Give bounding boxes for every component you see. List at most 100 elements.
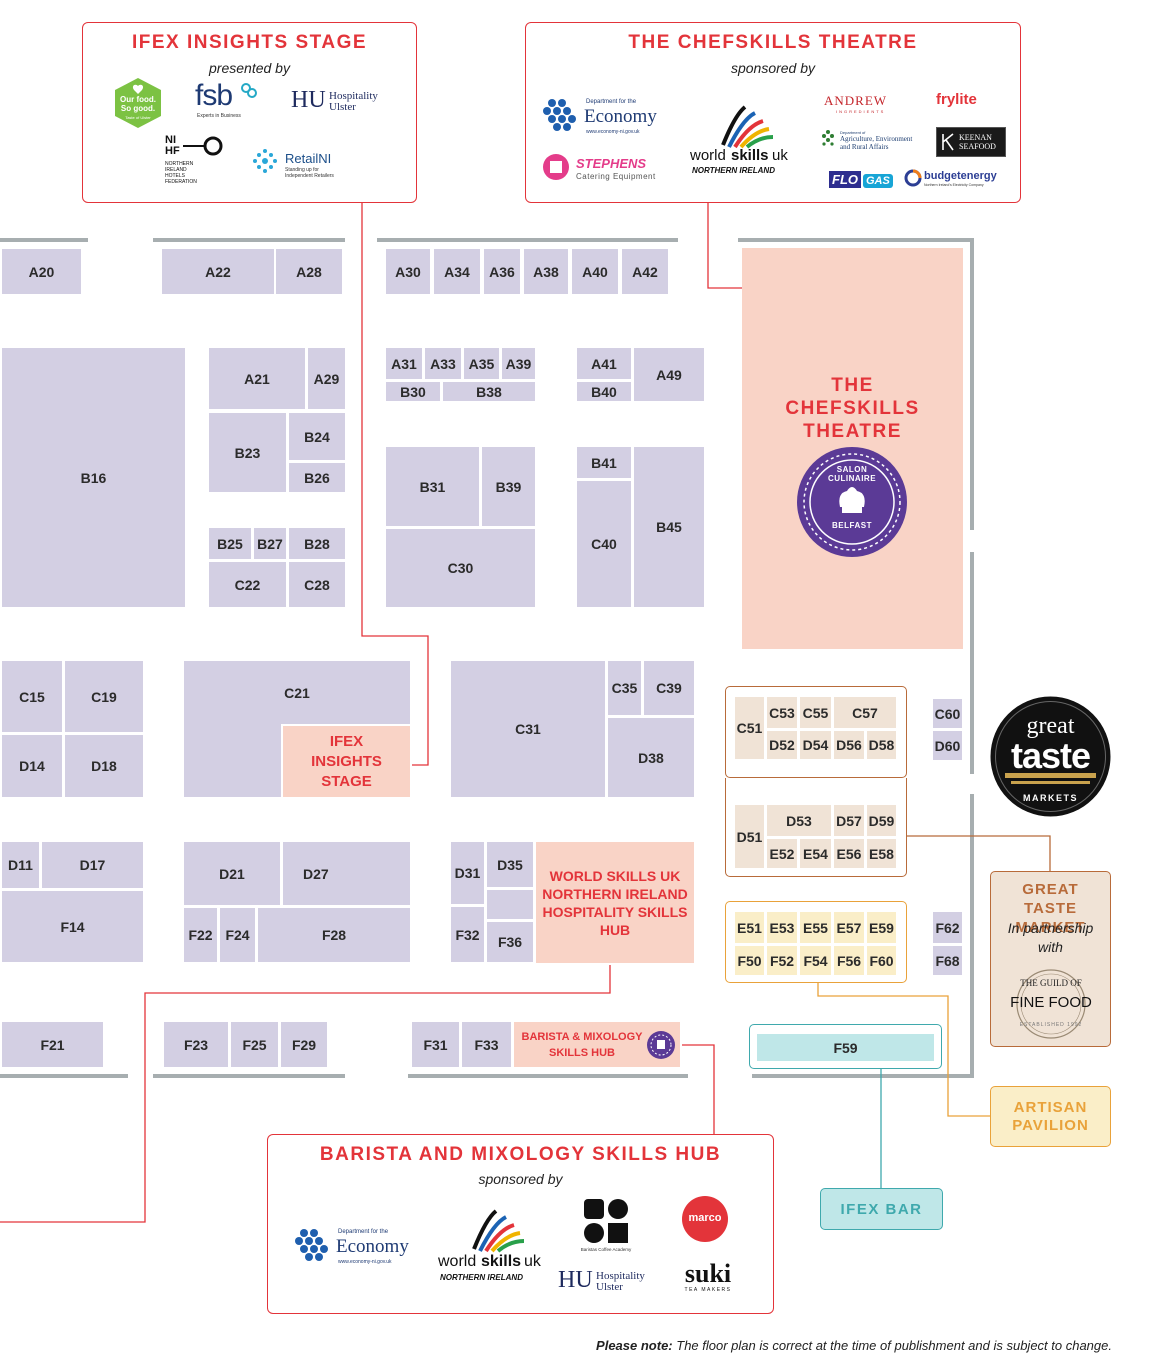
stand-b23[interactable]: B23 <box>207 411 288 494</box>
stand-d14[interactable]: D14 <box>0 733 64 799</box>
stand-e53[interactable]: E53 <box>765 910 799 945</box>
stand-f56[interactable]: F56 <box>832 944 866 977</box>
stand-e51[interactable]: E51 <box>733 910 766 945</box>
stand-a42[interactable]: A42 <box>620 247 670 296</box>
ifex-insights-stage-area[interactable]: IFEX INSIGHTS STAGE <box>281 724 412 799</box>
stand-f54[interactable]: F54 <box>798 944 833 977</box>
stand-f50[interactable]: F50 <box>733 944 766 977</box>
stand-d54[interactable]: D54 <box>798 729 833 761</box>
stand-c39[interactable]: C39 <box>642 659 696 717</box>
stand-d35-lower[interactable] <box>485 888 535 921</box>
stand-f28[interactable]: F28 <box>256 906 412 964</box>
stand-f60[interactable]: F60 <box>865 944 898 977</box>
stand-c22[interactable]: C22 <box>207 560 288 609</box>
stand-d53[interactable]: D53 <box>765 803 833 838</box>
stand-d60[interactable]: D60 <box>931 729 964 762</box>
stand-a29[interactable]: A29 <box>306 346 347 411</box>
stand-d56[interactable]: D56 <box>832 729 866 761</box>
stand-e52[interactable]: E52 <box>765 837 799 870</box>
stand-d59[interactable]: D59 <box>865 803 898 838</box>
stand-d11[interactable]: D11 <box>0 840 41 890</box>
stand-d35[interactable]: D35 <box>485 840 535 889</box>
stand-b45[interactable]: B45 <box>632 445 706 609</box>
stand-e56[interactable]: E56 <box>832 837 866 870</box>
stand-d27[interactable]: D27 <box>281 840 412 907</box>
stand-f29[interactable]: F29 <box>279 1020 329 1069</box>
stand-c60[interactable]: C60 <box>931 697 964 730</box>
stand-a36[interactable]: A36 <box>482 247 522 296</box>
stand-b38[interactable]: B38 <box>441 380 537 403</box>
stand-c19[interactable]: C19 <box>63 659 145 734</box>
stand-e58[interactable]: E58 <box>865 837 898 870</box>
artisan-pavilion-box[interactable]: ARTISAN PAVILION <box>990 1086 1111 1147</box>
stand-f68[interactable]: F68 <box>931 944 964 977</box>
stand-d31[interactable]: D31 <box>449 840 486 906</box>
stand-a49[interactable]: A49 <box>632 346 706 403</box>
stand-c53[interactable]: C53 <box>765 695 799 730</box>
stand-d17[interactable]: D17 <box>40 840 145 890</box>
stand-c30[interactable]: C30 <box>384 527 537 609</box>
stand-b28[interactable]: B28 <box>287 526 347 561</box>
stand-b31[interactable]: B31 <box>384 445 481 528</box>
stand-a20[interactable]: A20 <box>0 247 83 296</box>
stand-f36[interactable]: F36 <box>485 920 535 964</box>
stand-c55[interactable]: C55 <box>798 695 833 730</box>
stand-e54[interactable]: E54 <box>798 837 833 870</box>
stand-a21[interactable]: A21 <box>207 346 307 411</box>
stand-b41[interactable]: B41 <box>575 445 633 480</box>
stand-c28[interactable]: C28 <box>287 560 347 609</box>
stand-a38[interactable]: A38 <box>522 247 570 296</box>
stand-f24[interactable]: F24 <box>218 906 257 964</box>
stand-b25[interactable]: B25 <box>207 526 253 561</box>
stand-d21[interactable]: D21 <box>182 840 282 907</box>
stand-d18[interactable]: D18 <box>63 733 145 799</box>
stand-f62[interactable]: F62 <box>931 910 964 945</box>
stand-d38[interactable]: D38 <box>606 716 696 799</box>
stand-a22[interactable]: A22 <box>160 247 276 296</box>
stand-f32[interactable]: F32 <box>449 905 486 964</box>
stand-e55[interactable]: E55 <box>798 910 833 945</box>
stand-b16[interactable]: B16 <box>0 346 187 609</box>
stand-e59[interactable]: E59 <box>865 910 898 945</box>
stand-b26[interactable]: B26 <box>287 461 347 494</box>
stand-b40[interactable]: B40 <box>575 380 633 403</box>
stand-f33[interactable]: F33 <box>460 1020 513 1069</box>
stand-a33[interactable]: A33 <box>423 346 463 381</box>
stand-d58[interactable]: D58 <box>865 729 898 761</box>
stand-c51[interactable]: C51 <box>733 695 766 761</box>
stand-b39[interactable]: B39 <box>480 445 537 528</box>
stand-a31[interactable]: A31 <box>384 346 424 381</box>
stand-b24[interactable]: B24 <box>287 411 347 462</box>
stand-f31[interactable]: F31 <box>410 1020 461 1069</box>
great-taste-market-box[interactable]: GREAT TASTE MARKET In partnership with T… <box>990 871 1111 1047</box>
ifex-bar-box[interactable]: IFEX BAR <box>820 1188 943 1230</box>
stand-b30[interactable]: B30 <box>384 380 442 403</box>
chefskills-theatre-area[interactable]: THE CHEFSKILLS THEATRE SALON CULINAIRE B… <box>742 248 963 649</box>
stand-a28[interactable]: A28 <box>274 247 344 296</box>
stand-f23[interactable]: F23 <box>162 1020 230 1069</box>
stand-c31[interactable]: C31 <box>449 659 607 799</box>
stand-a40[interactable]: A40 <box>570 247 620 296</box>
stand-a30[interactable]: A30 <box>384 247 432 296</box>
stand-c57[interactable]: C57 <box>832 695 898 730</box>
stand-a34[interactable]: A34 <box>432 247 482 296</box>
stand-d57[interactable]: D57 <box>832 803 866 838</box>
barista-mixology-hub-area[interactable]: BARISTA & MIXOLOGY SKILLS HUB <box>512 1020 682 1069</box>
stand-b27[interactable]: B27 <box>252 526 288 561</box>
world-skills-hub-area[interactable]: WORLD SKILLS UK NORTHERN IRELAND HOSPITA… <box>534 840 696 965</box>
stand-d51[interactable]: D51 <box>733 803 766 870</box>
stand-c15[interactable]: C15 <box>0 659 64 734</box>
stand-f52[interactable]: F52 <box>765 944 799 977</box>
stand-f22[interactable]: F22 <box>182 906 219 964</box>
stand-c35[interactable]: C35 <box>606 659 643 717</box>
stand-f25[interactable]: F25 <box>229 1020 280 1069</box>
stand-c40[interactable]: C40 <box>575 479 633 609</box>
stand-f14[interactable]: F14 <box>0 889 145 964</box>
stand-d52[interactable]: D52 <box>765 729 799 761</box>
stand-f21[interactable]: F21 <box>0 1020 105 1069</box>
stand-f59[interactable]: F59 <box>755 1032 936 1063</box>
stand-a35[interactable]: A35 <box>462 346 501 381</box>
stand-a39[interactable]: A39 <box>500 346 537 381</box>
stand-a41[interactable]: A41 <box>575 346 633 381</box>
stand-e57[interactable]: E57 <box>832 910 866 945</box>
